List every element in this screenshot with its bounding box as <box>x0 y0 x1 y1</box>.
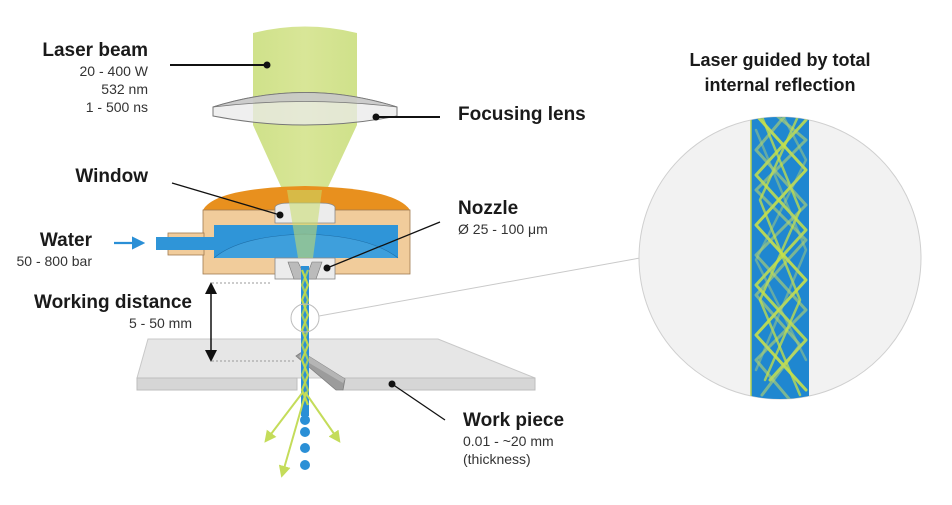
nozzle-diameter: Ø 25 - 100 μm <box>458 221 548 237</box>
label-inset: Laser guided by total internal reflectio… <box>650 48 910 98</box>
focusing-lens-title: Focusing lens <box>458 104 586 125</box>
work-piece <box>136 338 536 391</box>
label-water: Water 50 - 800 bar <box>17 230 93 270</box>
water-pressure: 50 - 800 bar <box>16 253 93 269</box>
working-distance-marker <box>205 282 296 362</box>
water-title: Water <box>39 230 92 251</box>
nozzle-title: Nozzle <box>458 198 519 219</box>
inset-title-line-1: Laser guided by total <box>689 50 871 70</box>
label-window: Window <box>75 166 148 188</box>
label-laser-beam: Laser beam 20 - 400 W 532 nm 1 - 500 ns <box>42 40 148 116</box>
leader-lines <box>170 61 446 421</box>
label-nozzle: Nozzle Ø 25 - 100 μm <box>458 198 548 238</box>
laser-beam <box>253 26 357 262</box>
laser-beam-pulse: 1 - 500 ns <box>85 99 148 115</box>
work-piece-thickness: 0.01 - ~20 mm <box>463 433 554 449</box>
inset-title-line-2: internal reflection <box>704 75 856 95</box>
water-jet <box>264 257 641 478</box>
focusing-lens <box>212 92 398 126</box>
label-working-distance: Working distance 5 - 50 mm <box>34 292 192 332</box>
laser-beam-wavelength: 532 nm <box>101 81 148 97</box>
work-piece-title: Work piece <box>463 410 565 431</box>
working-distance-range: 5 - 50 mm <box>128 315 192 331</box>
label-work-piece: Work piece 0.01 - ~20 mm (thickness) <box>463 410 564 468</box>
laser-beam-title: Laser beam <box>42 40 148 61</box>
nozzle-housing <box>156 186 411 280</box>
work-piece-thickness-note: (thickness) <box>463 451 531 467</box>
window-title: Window <box>75 166 148 187</box>
label-focusing-lens: Focusing lens <box>458 104 586 126</box>
working-distance-title: Working distance <box>33 292 192 313</box>
laser-beam-power: 20 - 400 W <box>79 63 148 79</box>
inset-magnified-jet <box>638 116 922 400</box>
